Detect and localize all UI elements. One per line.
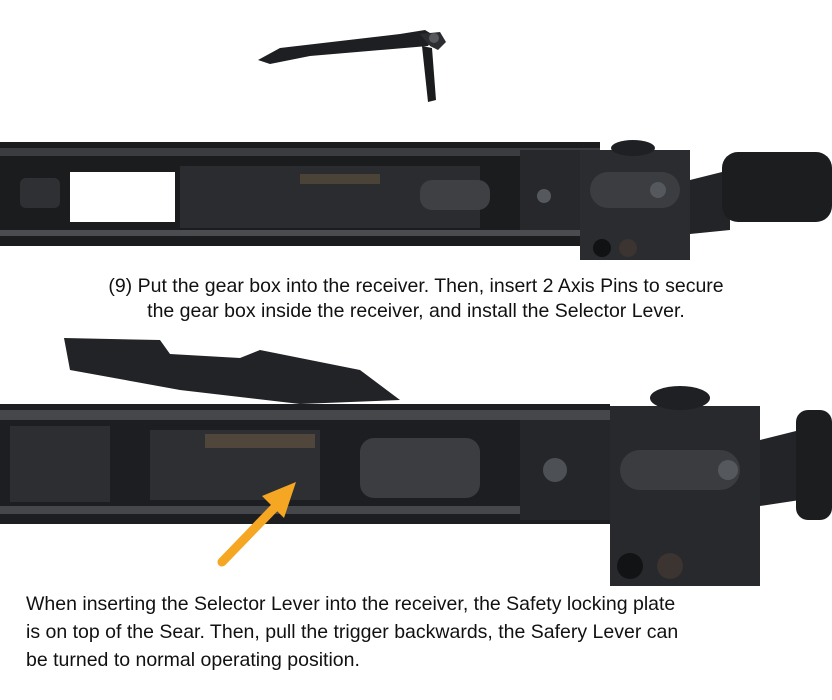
step-caption: (9) Put the gear box into the receiver. … (0, 274, 832, 324)
receiver-top-photo (0, 140, 832, 260)
orange-arrow-icon (217, 482, 296, 567)
step-caption-line-1: (9) Put the gear box into the receiver. … (108, 275, 724, 297)
selector-lever-part-photo (258, 30, 446, 102)
note-caption: When inserting the Selector Lever into t… (26, 590, 826, 674)
note-caption-line-2: is on top of the Sear. Then, pull the tr… (26, 621, 679, 643)
receiver-closeup-photo (0, 338, 832, 586)
note-caption-line-3: be turned to normal operating position. (26, 649, 360, 671)
step-caption-line-2: the gear box inside the receiver, and in… (147, 300, 685, 322)
note-caption-line-1: When inserting the Selector Lever into t… (26, 593, 676, 615)
